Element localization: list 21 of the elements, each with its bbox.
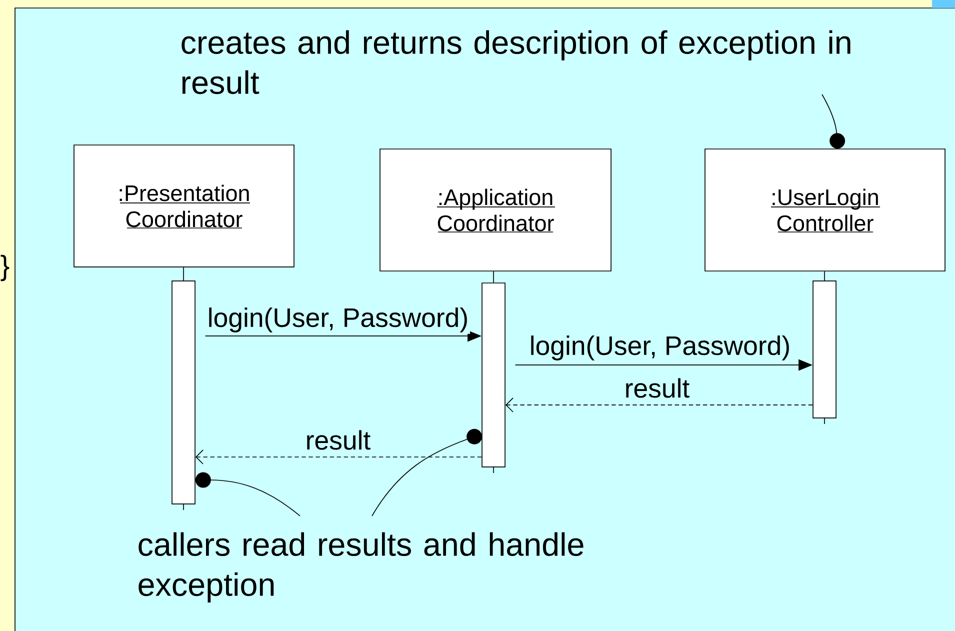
brace-mark: } <box>0 254 10 282</box>
edge-label: result <box>622 376 692 400</box>
leader-line <box>195 472 300 516</box>
leader-line <box>372 428 482 516</box>
object-box: :Application Coordinator <box>380 148 612 272</box>
edge-label: result <box>304 428 372 452</box>
activation-bar <box>812 280 836 424</box>
object-box: :Presentation Coordinator <box>74 144 294 268</box>
activation-bar <box>482 282 506 474</box>
leader-line <box>822 94 846 149</box>
note-text: creates and returns description of exception in result <box>182 30 850 94</box>
object-box: :UserLogin Controller <box>704 148 946 272</box>
lifeline <box>493 270 494 283</box>
lifeline <box>824 270 825 281</box>
edge-label: login(User, Password) <box>206 306 470 334</box>
return-arrow <box>505 398 814 412</box>
activation-bar <box>172 280 196 510</box>
return-arrow <box>195 450 482 464</box>
lifeline <box>183 266 184 281</box>
note-text: callers read results and handle exception <box>138 532 584 602</box>
edge-label: login(User, Password) <box>528 334 792 362</box>
